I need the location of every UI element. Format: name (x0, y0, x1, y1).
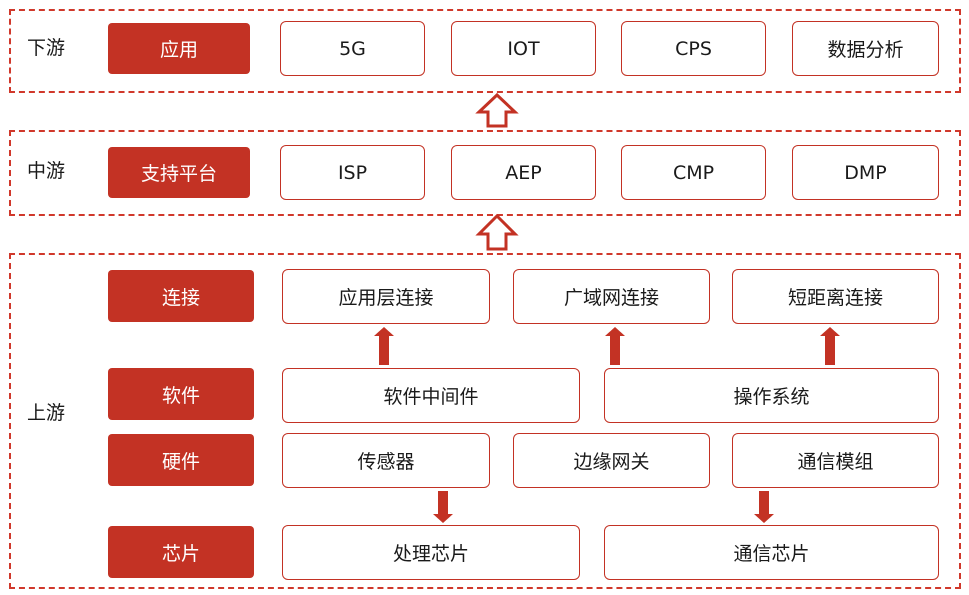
upstream-tier-label: 上游 (27, 402, 66, 424)
hardware-item-edge-gateway: 边缘网关 (513, 433, 710, 488)
down-arrow-icon (754, 491, 774, 523)
midstream-tier-label: 中游 (27, 160, 66, 182)
hardware-category-tag: 硬件 (108, 434, 254, 486)
connection-item-application-layer: 应用层连接 (282, 269, 490, 324)
downstream-category-tag: 应用 (108, 23, 250, 74)
midstream-item-isp: ISP (280, 145, 425, 200)
downstream-item-5g: 5G (280, 21, 425, 76)
chips-category-tag: 芯片 (108, 526, 254, 578)
midstream-item-cmp: CMP (621, 145, 766, 200)
downstream-item-data-analysis: 数据分析 (792, 21, 939, 76)
connection-category-tag: 连接 (108, 270, 254, 322)
connection-item-wan: 广域网连接 (513, 269, 710, 324)
connection-item-short-range: 短距离连接 (732, 269, 939, 324)
midstream-category-tag: 支持平台 (108, 147, 250, 198)
chips-item-processing-chip: 处理芯片 (282, 525, 580, 580)
software-item-operating-system: 操作系统 (604, 368, 939, 423)
hardware-item-sensor: 传感器 (282, 433, 490, 488)
down-arrow-icon (433, 491, 453, 523)
midstream-item-aep: AEP (451, 145, 596, 200)
downstream-item-iot: IOT (451, 21, 596, 76)
downstream-item-cps: CPS (621, 21, 766, 76)
hardware-item-comm-module: 通信模组 (732, 433, 939, 488)
up-arrow-icon (475, 92, 519, 128)
upstream-zone (9, 253, 961, 589)
up-arrow-icon (605, 327, 625, 365)
midstream-item-dmp: DMP (792, 145, 939, 200)
up-arrow-icon (475, 213, 519, 251)
software-category-tag: 软件 (108, 368, 254, 420)
chips-item-communication-chip: 通信芯片 (604, 525, 939, 580)
up-arrow-icon (820, 327, 840, 365)
downstream-tier-label: 下游 (27, 37, 66, 59)
up-arrow-icon (374, 327, 394, 365)
midstream-zone (9, 130, 961, 216)
software-item-middleware: 软件中间件 (282, 368, 580, 423)
downstream-zone (9, 9, 961, 93)
